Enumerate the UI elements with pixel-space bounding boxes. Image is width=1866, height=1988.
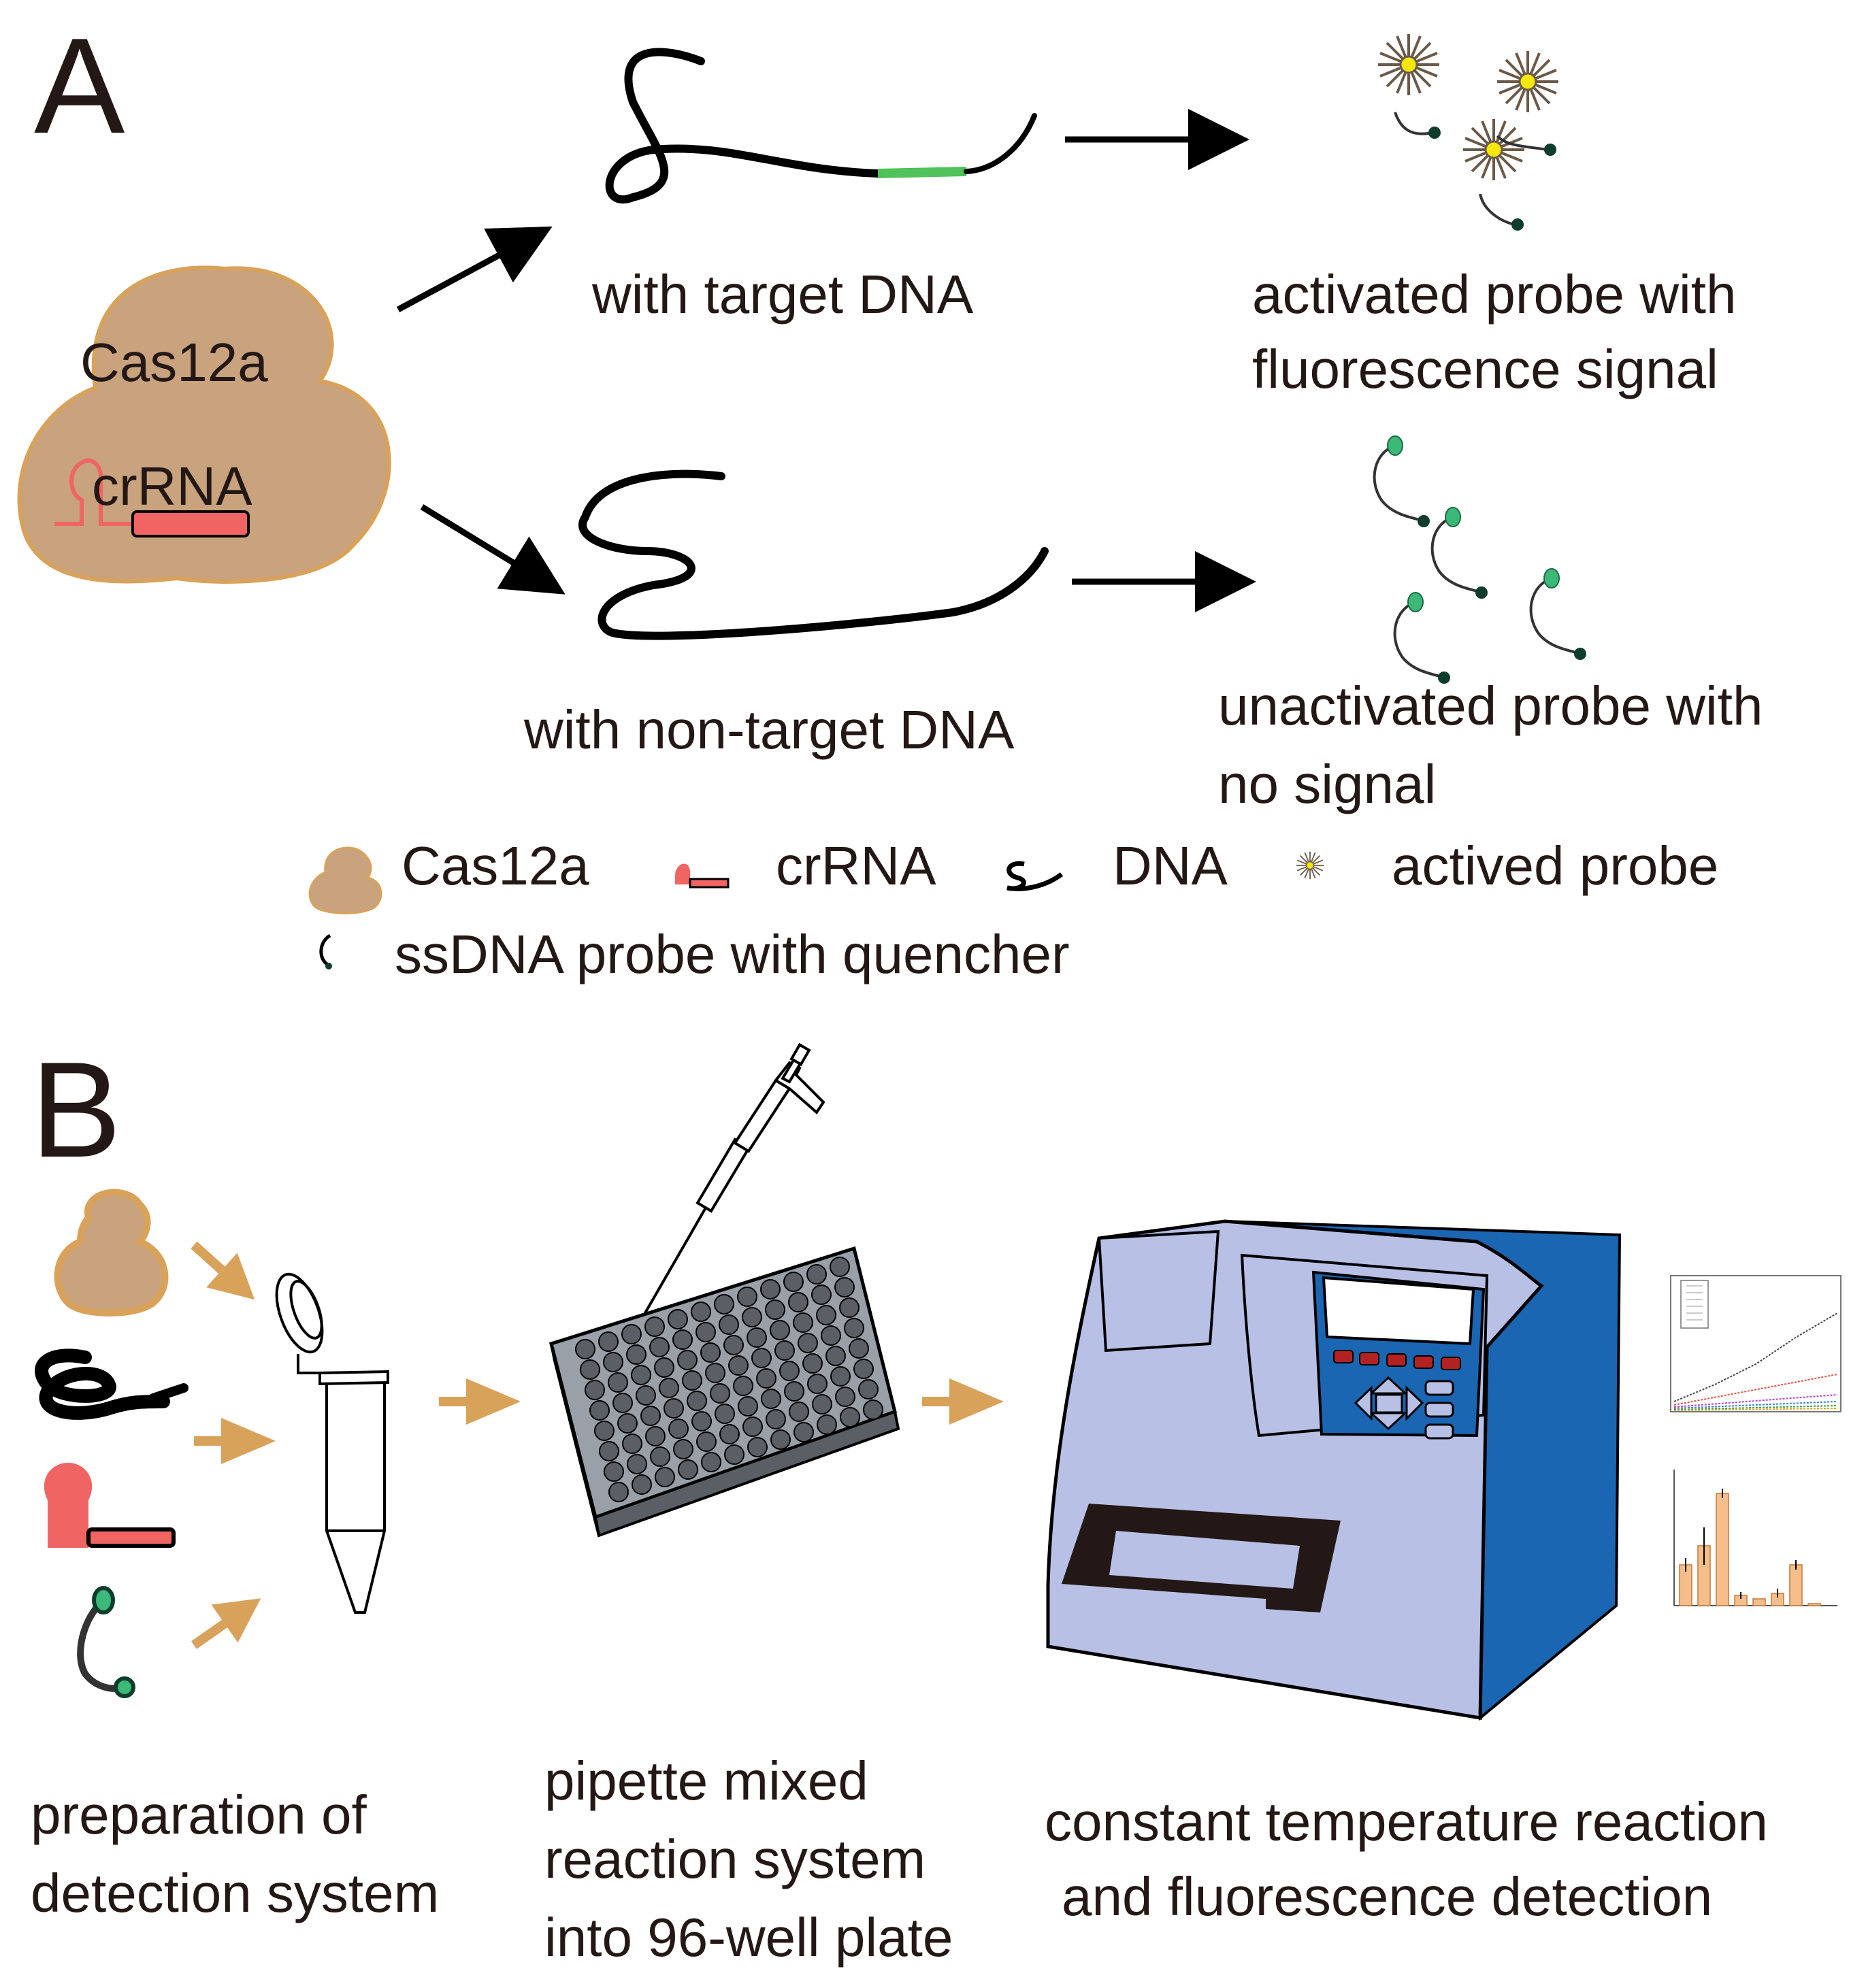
activated-label-line2: fluorescence signal <box>1252 339 1718 399</box>
cas12a-icon <box>17 265 391 584</box>
step1-label-line1: preparation of <box>31 1785 367 1845</box>
unactivated-probes-group <box>1373 435 1588 685</box>
legend-dna-label: DNA <box>1113 835 1228 896</box>
component-dna-icon <box>35 1348 189 1420</box>
arrow-to-nontarget <box>420 504 566 595</box>
legend-crrna-icon <box>674 863 730 889</box>
quenched-probe-icon <box>1430 506 1489 600</box>
legend-crrna-label: crRNA <box>776 835 936 896</box>
legend-cas12a-label: Cas12a <box>402 835 589 896</box>
instrument-buttons <box>1333 1350 1461 1370</box>
step3-label-line2: and fluorescence detection <box>1062 1866 1712 1927</box>
step1-label-line2: detection system <box>31 1863 439 1923</box>
step2-label-line1: pipette mixed <box>544 1751 868 1811</box>
quenched-probe-icon <box>1373 435 1431 529</box>
cas12a-label: Cas12a <box>80 332 268 393</box>
legend: Cas12a crRNA DNA actived probe ssDNA pro… <box>308 835 1718 984</box>
legend-ssdna-probe-label: ssDNA probe with quencher <box>395 924 1070 984</box>
target-dna-label: with target DNA <box>591 264 974 325</box>
step2-label-line3: into 96-well plate <box>544 1907 953 1968</box>
instrument-dpad <box>1354 1376 1424 1431</box>
activated-probe-icon <box>1462 118 1526 182</box>
mini-bar-chart <box>1673 1470 1837 1606</box>
activated-probe-icon <box>1496 50 1560 114</box>
step2-label-line2: reaction system <box>544 1829 926 1889</box>
panel-b-letter: B <box>31 1034 121 1186</box>
mini-line-chart <box>1670 1275 1842 1412</box>
nontarget-dna-label: with non-target DNA <box>523 699 1015 760</box>
crrna-label: crRNA <box>92 456 252 516</box>
legend-quenched-probe-icon <box>319 933 331 967</box>
instrument-screen <box>1322 1276 1475 1346</box>
quenched-probe-icon <box>1393 591 1452 685</box>
quenched-probe-icon <box>1529 567 1588 661</box>
arrow-plate-to-reader <box>922 1378 1004 1425</box>
component-cas12a-icon <box>54 1189 169 1316</box>
instrument-side-buttons <box>1424 1380 1454 1440</box>
component-probe-icon <box>77 1586 135 1698</box>
arrow-to-target <box>396 226 553 312</box>
nontarget-dna-strand-icon <box>578 469 1049 640</box>
legend-activated-probe-icon <box>1295 850 1325 880</box>
tan-arrows-into-tube <box>191 1241 276 1649</box>
plate-reader-icon <box>1046 1219 1622 1721</box>
target-region <box>877 167 967 178</box>
arrow-tube-to-plate <box>439 1378 521 1425</box>
activated-probes-group <box>1377 33 1560 231</box>
unactivated-label-line1: unactivated probe with <box>1218 676 1763 736</box>
crrna-icon <box>54 458 250 537</box>
legend-dna-icon <box>1006 861 1064 891</box>
well-plate-icon <box>549 1246 900 1538</box>
dna-strand-icon <box>605 48 1037 204</box>
activated-probe-icon <box>1377 33 1441 97</box>
unactivated-label-line2: no signal <box>1218 754 1436 814</box>
step3-label-line1: constant temperature reaction <box>1045 1791 1768 1852</box>
cas12a-crrna-complex: Cas12a crRNA <box>17 265 391 584</box>
component-crrna-icon <box>44 1463 176 1548</box>
legend-activated-probe-label: actived probe <box>1392 835 1718 896</box>
activated-label-line1: activated probe with <box>1252 264 1737 325</box>
tube-icon <box>275 1272 389 1614</box>
legend-cas12a-icon <box>308 846 382 914</box>
pipette-icon <box>642 1042 825 1317</box>
panel-a-letter: A <box>34 10 125 162</box>
